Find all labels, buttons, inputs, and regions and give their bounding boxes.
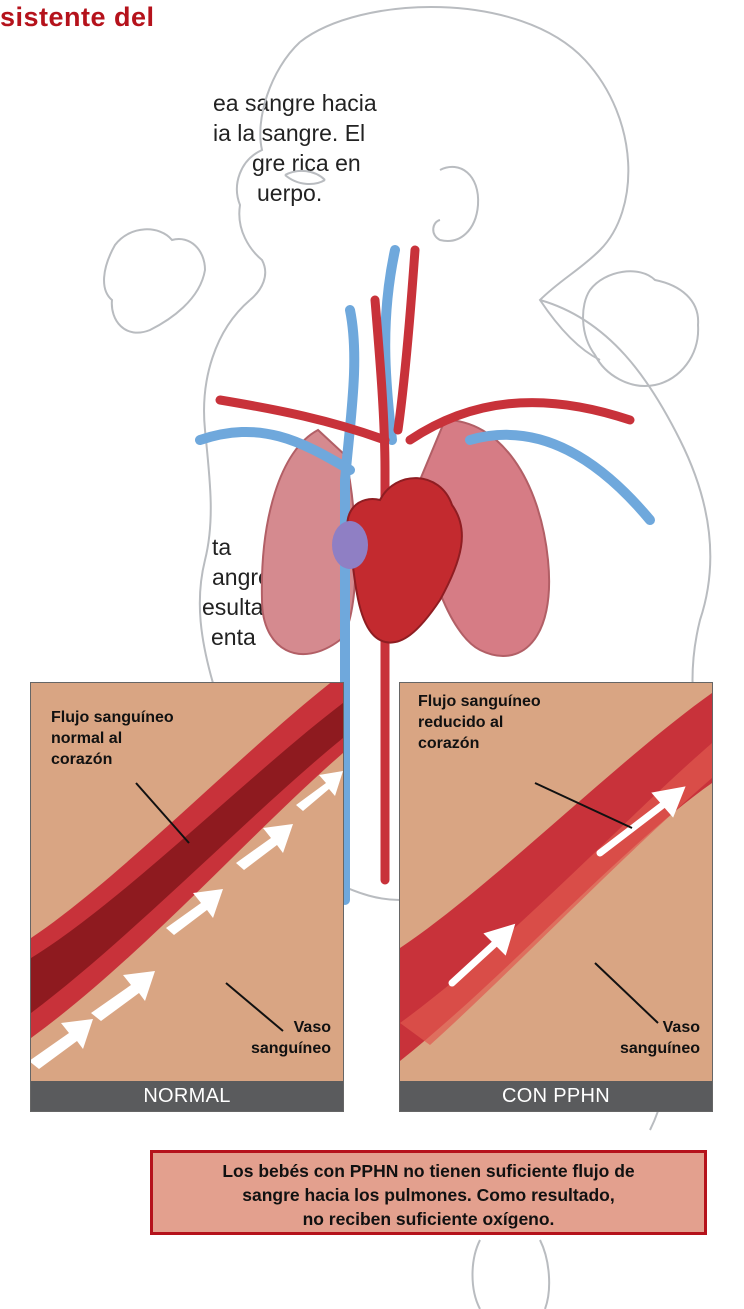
baby-outline (104, 7, 710, 1309)
normal-flow-label: Flujo sanguíneo normal al corazón (51, 707, 174, 770)
vessel-pointer-line (595, 963, 658, 1023)
pphn-summary-note: Los bebés con PPHN no tienen suficiente … (150, 1150, 707, 1235)
right-atrium (332, 521, 368, 569)
normal-vessel-label: Vaso sanguíneo (251, 1017, 331, 1059)
note-line: sangre hacia los pulmones. Como resultad… (153, 1183, 704, 1207)
normal-caption: NORMAL (31, 1081, 343, 1111)
pphn-vessel-label: Vaso sanguíneo (620, 1017, 700, 1059)
note-line: no reciben suficiente oxígeno. (153, 1207, 704, 1231)
panel-pphn: Flujo sanguíneo reducido al corazón Vaso… (399, 682, 713, 1112)
pphn-caption: CON PPHN (400, 1081, 712, 1111)
vessel-lumen (400, 743, 712, 1045)
pphn-flow-label: Flujo sanguíneo reducido al corazón (418, 691, 541, 754)
panel-normal: Flujo sanguíneo normal al corazón Vaso s… (30, 682, 344, 1112)
note-line: Los bebés con PPHN no tienen suficiente … (153, 1159, 704, 1183)
